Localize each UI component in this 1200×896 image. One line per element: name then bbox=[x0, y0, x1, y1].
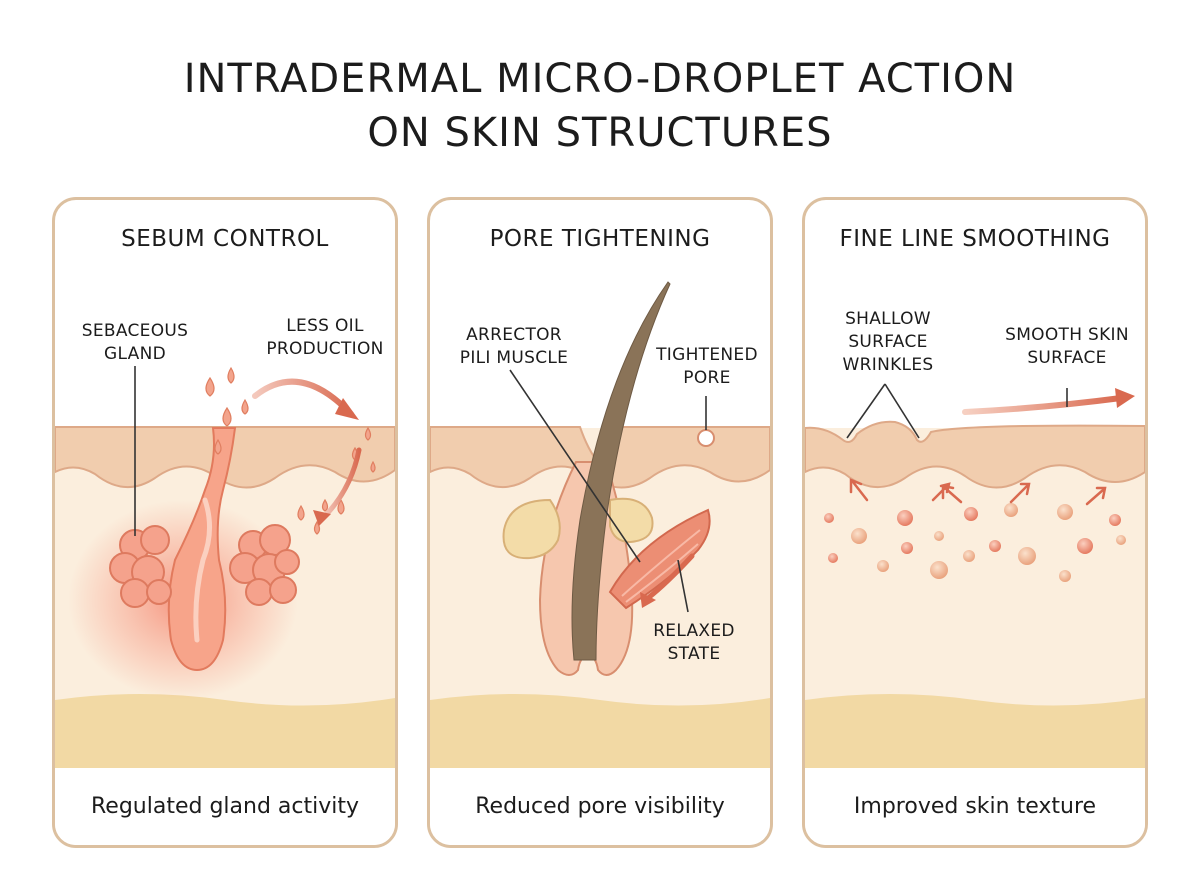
panel-heading: FINE LINE SMOOTHING bbox=[839, 226, 1111, 252]
panel-sebum-control: SEBUM CONTROL SEBACEOUS GLAND LESS OIL P… bbox=[52, 197, 398, 848]
label-shallow-wrinkles: SHALLOW SURFACE WRINKLES bbox=[842, 309, 934, 375]
tightened-pore bbox=[697, 429, 715, 447]
wrinkle-leader-line-1 bbox=[846, 383, 886, 439]
diagram-title: INTRADERMAL MICRO-DROPLET ACTION ON SKIN… bbox=[0, 52, 1200, 160]
oil-arrow-top bbox=[252, 378, 354, 417]
label-sebaceous-gland: SEBACEOUS GLAND bbox=[81, 321, 189, 364]
panel-pore-tightening: PORE TIGHTENING ARRECTOR PILI MUSCLE TIG… bbox=[427, 197, 773, 848]
label-smooth-skin: SMOOTH SKIN SURFACE bbox=[1005, 325, 1129, 368]
panel-caption: Reduced pore visibility bbox=[475, 794, 725, 819]
panel-caption: Regulated gland activity bbox=[90, 794, 359, 819]
sebaceous-duct bbox=[167, 427, 237, 672]
muscle-leader-line bbox=[509, 369, 641, 563]
title-line-1: INTRADERMAL MICRO-DROPLET ACTION bbox=[183, 56, 1017, 102]
wrinkle-leader-line-2 bbox=[884, 383, 920, 439]
relaxed-leader-line bbox=[677, 559, 689, 613]
label-tightened-pore: TIGHTENED PORE bbox=[656, 345, 758, 388]
lifting-arrows bbox=[849, 478, 1107, 506]
micro-droplets bbox=[824, 503, 1126, 582]
fine-line-illustration bbox=[805, 383, 1145, 845]
hair-shaft bbox=[571, 281, 671, 661]
pore-illustration bbox=[430, 281, 770, 845]
relaxed-arrow bbox=[645, 553, 695, 601]
sebaceous-gland-left bbox=[109, 525, 172, 608]
panel-heading: SEBUM CONTROL bbox=[121, 226, 329, 252]
sebaceous-lobe bbox=[502, 498, 561, 560]
oil-arrow-down bbox=[320, 447, 362, 521]
panel-heading: PORE TIGHTENING bbox=[489, 226, 711, 252]
title-line-2: ON SKIN STRUCTURES bbox=[367, 110, 833, 156]
sebum-illustration bbox=[55, 366, 395, 845]
subcutis-layer bbox=[430, 694, 770, 768]
epidermis-layer bbox=[805, 420, 1145, 489]
subcutis-layer bbox=[55, 694, 395, 768]
label-relaxed-state: RELAXED STATE bbox=[653, 621, 735, 664]
panel-caption: Improved skin texture bbox=[853, 794, 1097, 819]
sebaceous-gland-right bbox=[229, 524, 300, 606]
smooth-surface-arrow bbox=[962, 395, 1124, 415]
panel-fine-line-smoothing: FINE LINE SMOOTHING SHALLOW SURFACE WRIN… bbox=[802, 197, 1148, 848]
label-arrector-pili: ARRECTOR PILI MUSCLE bbox=[459, 325, 569, 368]
subcutis-layer bbox=[805, 694, 1145, 768]
label-less-oil: LESS OIL PRODUCTION bbox=[266, 316, 384, 359]
